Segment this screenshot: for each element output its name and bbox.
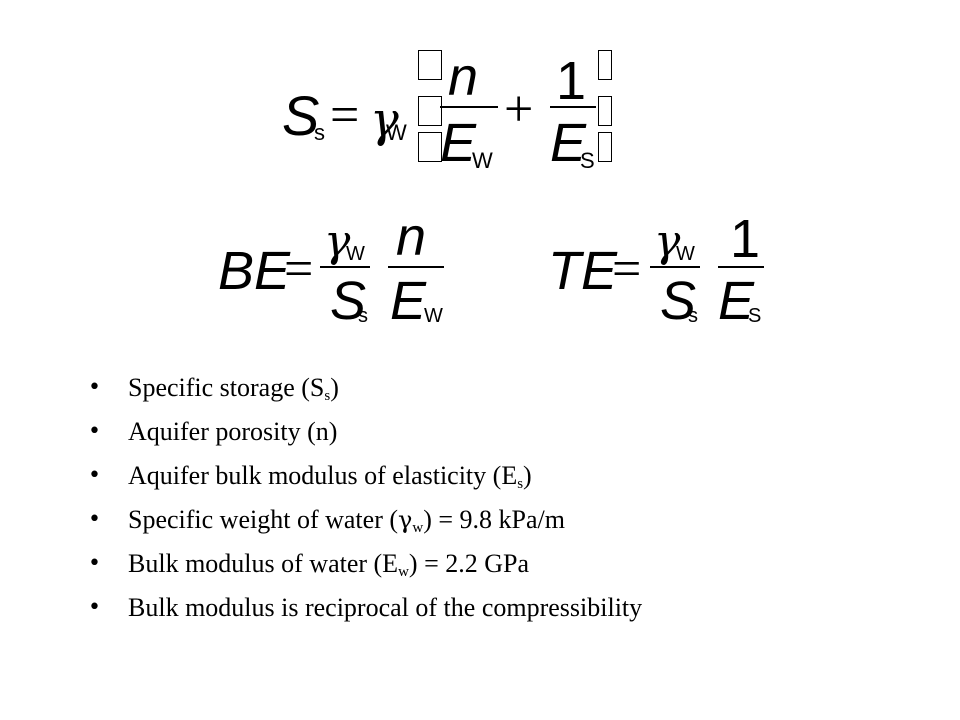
te-numerator-gamma-subscript: W <box>676 243 695 265</box>
list-item: • Bulk modulus of water (Ew) = 2.2 GPa <box>88 544 642 588</box>
list-item: • Specific weight of water (γw) = 9.8 kP… <box>88 500 642 544</box>
te-fraction-bar-2 <box>718 266 764 268</box>
bullet-icon: • <box>88 419 101 444</box>
right-bracket-mid-box <box>598 96 612 126</box>
main-gamma-symbol: γ <box>370 92 399 148</box>
be-fraction-bar-1 <box>320 266 370 268</box>
definitions-list: • Specific storage (Ss) • Aquifer porosi… <box>88 368 642 632</box>
te-lhs: TE <box>548 241 618 301</box>
be-denominator-E: E <box>390 271 427 331</box>
te-denominator-S: S <box>660 271 697 331</box>
main-plus-sign: + <box>504 81 534 138</box>
te-numerator-gamma: γ <box>654 216 681 267</box>
main-equals-sign: = <box>330 87 360 144</box>
te-numerator-1: 1 <box>730 209 761 269</box>
main-gamma-subscript: W <box>386 120 407 145</box>
left-bracket-mid-box <box>418 96 442 126</box>
be-fraction-bar-2 <box>388 266 444 268</box>
list-item: • Aquifer bulk modulus of elasticity (Es… <box>88 456 642 500</box>
bullet-icon: • <box>88 507 101 532</box>
bullet-icon: • <box>88 595 101 620</box>
te-fraction-bar-1 <box>650 266 700 268</box>
main-denominator-E2: E <box>550 113 587 173</box>
main-denominator-E1-subscript: W <box>472 148 493 173</box>
bullet-icon: • <box>88 551 101 576</box>
main-fraction-bar-1 <box>440 106 498 108</box>
bullet-icon: • <box>88 375 101 400</box>
be-denominator-E-subscript: W <box>424 305 443 327</box>
main-numerator-1: 1 <box>556 51 587 111</box>
left-bracket-top-box <box>418 50 442 80</box>
be-denominator-S: S <box>330 271 367 331</box>
te-denominator-S-subscript: s <box>688 305 698 327</box>
right-bracket-bottom-box <box>598 132 612 162</box>
be-equals-sign: = <box>284 241 314 298</box>
left-bracket-bottom-box <box>418 132 442 162</box>
te-denominator-E: E <box>718 271 755 331</box>
main-lhs-symbol: S <box>282 84 320 147</box>
bullet-icon: • <box>88 463 101 488</box>
main-denominator-E2-subscript: S <box>580 148 595 173</box>
be-denominator-S-subscript: s <box>358 305 368 327</box>
gamma-symbol: γ <box>398 506 413 534</box>
be-numerator-gamma-subscript: W <box>346 243 365 265</box>
list-item: • Aquifer porosity (n) <box>88 412 642 456</box>
be-numerator-gamma: γ <box>324 216 351 267</box>
te-equals-sign: = <box>612 241 642 298</box>
right-bracket-top-box <box>598 50 612 80</box>
main-denominator-E1: E <box>440 113 477 173</box>
list-item: • Bulk modulus is reciprocal of the comp… <box>88 588 642 632</box>
main-fraction-bar-2 <box>550 106 596 108</box>
list-item: • Specific storage (Ss) <box>88 368 642 412</box>
be-numerator-n: n <box>396 207 427 267</box>
be-lhs: BE <box>218 241 291 301</box>
te-denominator-E-subscript: S <box>748 305 762 327</box>
main-lhs-subscript: s <box>314 120 325 145</box>
main-numerator-n: n <box>448 47 479 107</box>
